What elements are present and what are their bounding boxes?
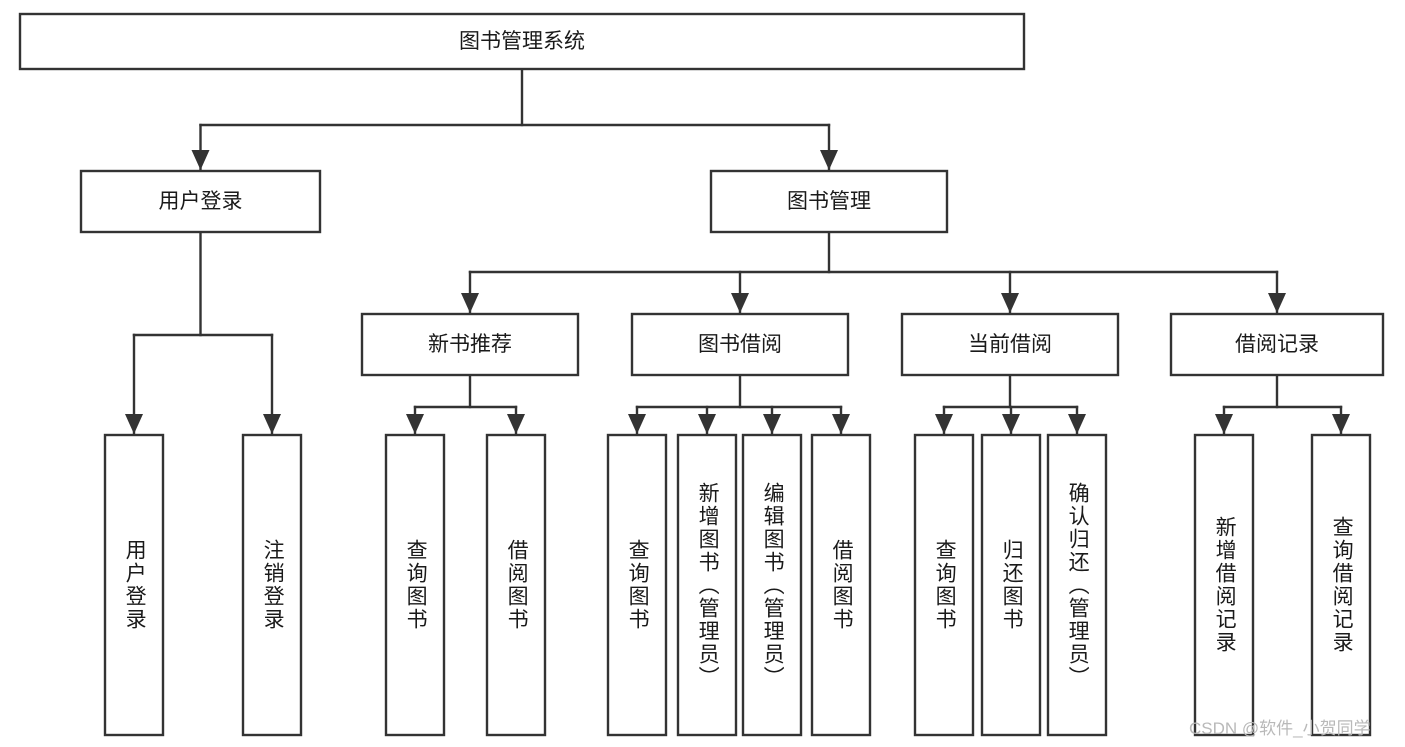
node-box-leaf-query-book-1[interactable] [384, 433, 446, 737]
arrow-head-icon-leaf-query-book-1 [406, 414, 424, 434]
node-box-root[interactable] [18, 12, 1026, 71]
arrow-head-icon-leaf-edit-book-admin [763, 414, 781, 434]
node-box-user-login[interactable] [79, 169, 322, 234]
node-box-new-book-rec[interactable] [360, 312, 580, 377]
arrow-head-icon-book-borrow [731, 293, 749, 313]
arrow-head-icon-leaf-return-book [1002, 414, 1020, 434]
arrow-head-icon-root-to-book-manage [820, 150, 838, 170]
node-box-leaf-query-book-3[interactable] [913, 433, 975, 737]
node-box-borrow-record[interactable] [1169, 312, 1385, 377]
arrow-head-icon-root-to-user-login [191, 150, 210, 170]
boxes-layer [18, 12, 1385, 737]
arrow-head-icon-leaf-user-logout [263, 414, 281, 434]
arrow-head-icon-leaf-query-borrow-record [1332, 414, 1350, 434]
connectors-layer [125, 67, 1350, 436]
node-box-book-borrow[interactable] [630, 312, 850, 377]
arrow-head-icon-leaf-borrow-book-1 [507, 414, 525, 434]
arrow-head-icon-leaf-query-book-3 [935, 414, 953, 434]
arrow-head-icon-leaf-add-borrow-record [1215, 414, 1233, 434]
arrow-head-icon-leaf-query-book-2 [628, 414, 646, 434]
node-label-current-borrow: 当前借阅 [968, 333, 1052, 356]
node-box-leaf-add-book-admin[interactable] [676, 433, 738, 737]
node-label-book-borrow: 图书借阅 [698, 333, 782, 356]
node-label-borrow-record: 借阅记录 [1235, 333, 1319, 356]
arrow-head-icon-leaf-borrow-book-2 [832, 414, 850, 434]
watermark-text: CSDN @软件_小贺同学 [1189, 719, 1371, 738]
node-label-new-book-rec: 新书推荐 [428, 333, 512, 356]
node-box-leaf-user-login[interactable] [103, 433, 165, 737]
node-label-user-login: 用户登录 [159, 190, 243, 213]
node-box-leaf-borrow-book-2[interactable] [810, 433, 872, 737]
arrow-head-icon-new-book-rec [461, 293, 479, 313]
node-box-current-borrow[interactable] [900, 312, 1120, 377]
node-box-leaf-query-borrow-record[interactable] [1310, 433, 1372, 737]
arrow-head-icon-leaf-confirm-return-admin [1068, 414, 1086, 434]
arrow-head-icon-leaf-add-book-admin [698, 414, 716, 434]
node-label-root: 图书管理系统 [459, 30, 585, 53]
node-box-leaf-query-book-2[interactable] [606, 433, 668, 737]
node-box-leaf-edit-book-admin[interactable] [741, 433, 803, 737]
node-box-leaf-user-logout[interactable] [241, 433, 303, 737]
arrow-head-icon-leaf-user-login [125, 414, 143, 434]
node-label-book-manage: 图书管理 [787, 190, 871, 213]
node-box-leaf-add-borrow-record[interactable] [1193, 433, 1255, 737]
node-box-leaf-borrow-book-1[interactable] [485, 433, 547, 737]
arrow-head-icon-current-borrow [1001, 293, 1019, 313]
arrow-head-icon-borrow-record [1268, 293, 1286, 313]
node-box-leaf-confirm-return-admin[interactable] [1046, 433, 1108, 737]
node-box-leaf-return-book[interactable] [980, 433, 1042, 737]
node-box-book-manage[interactable] [709, 169, 949, 234]
